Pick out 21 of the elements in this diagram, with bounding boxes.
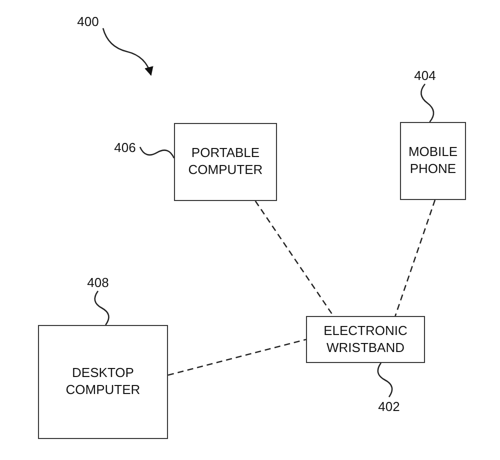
device-box — [306, 316, 425, 363]
device-box — [38, 325, 168, 439]
reference-number: 406 — [114, 140, 136, 154]
reference-number: 400 — [77, 14, 99, 28]
leader-line — [377, 362, 393, 398]
leader-line — [94, 290, 110, 326]
device-label: MOBILE PHONE — [407, 144, 459, 178]
device-label: DESKTOP COMPUTER — [64, 365, 142, 399]
device-box — [400, 122, 466, 200]
reference-number: 408 — [87, 276, 109, 288]
dashed-connector — [394, 200, 436, 316]
device-label: PORTABLE COMPUTER — [187, 145, 264, 179]
reference-number: 402 — [378, 400, 400, 412]
reference-number: 404 — [414, 68, 436, 82]
dashed-connector — [168, 338, 306, 376]
dashed-connector — [254, 200, 334, 316]
device-box — [174, 123, 277, 201]
leader-line — [420, 84, 434, 122]
reference-arrow — [102, 28, 153, 76]
device-label: ELECTRONIC WRISTBAND — [322, 322, 408, 356]
leader-line — [139, 146, 175, 158]
